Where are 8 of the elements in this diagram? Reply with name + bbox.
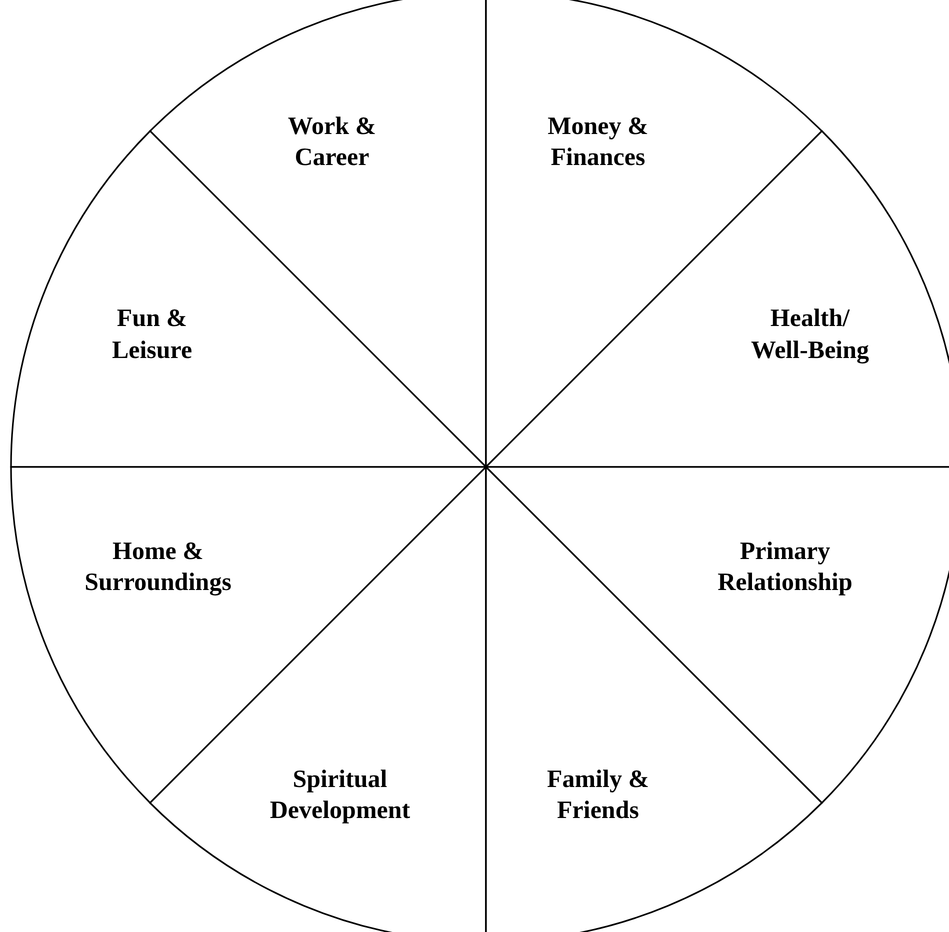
segment-label: Primary Relationship (716, 536, 854, 598)
segment-label: Spiritual Development (268, 764, 412, 826)
segment-label: Health/ Well-Being (750, 304, 870, 366)
segment-label: Home & Surroundings (84, 536, 232, 598)
segment-label: Family & Friends (546, 764, 650, 826)
segment-label: Money & Finances (546, 112, 650, 173)
segment-label: Work & Career (286, 112, 378, 173)
segment-label: Fun & Leisure (110, 304, 194, 366)
